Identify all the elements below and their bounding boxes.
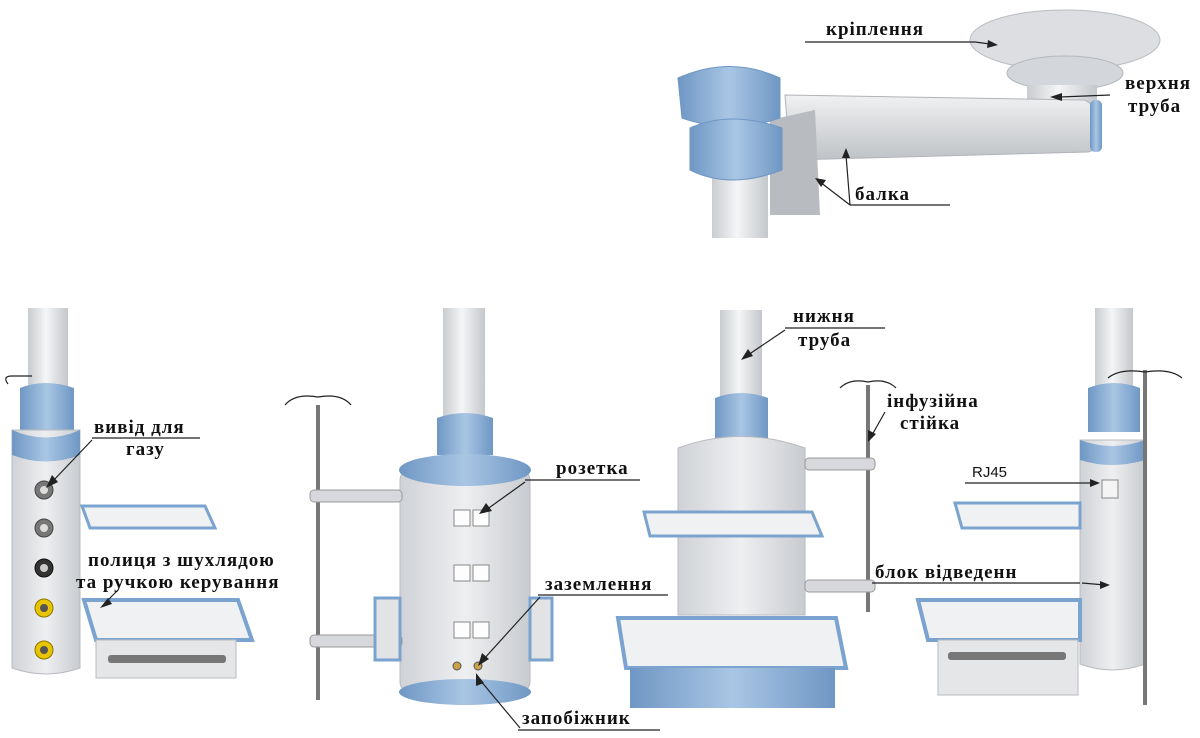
- shelf-lower: [915, 598, 1082, 642]
- shelf-upper: [642, 510, 825, 538]
- arrow-icon: [476, 673, 484, 686]
- label-shelf-1: полиця з шухлядою: [88, 550, 275, 571]
- tube-collar: [437, 413, 493, 455]
- outlet-block-top-cap: [399, 454, 531, 486]
- upper-tube-lower: [712, 170, 768, 238]
- lower-tube: [443, 308, 485, 418]
- shelf-edge-left: [373, 596, 402, 662]
- label-mount: кріплення: [826, 19, 924, 40]
- leader-lines: [46, 40, 1111, 731]
- iv-hook-icon: [284, 395, 352, 406]
- label-fuse: запобіжник: [522, 708, 631, 729]
- arrow-icon: [868, 430, 876, 442]
- gas-port-icon: [34, 480, 54, 660]
- lower-tube: [28, 308, 68, 388]
- label-gas-outlet-2: газу: [126, 439, 165, 460]
- label-lower-tube-1: нижня: [793, 306, 855, 327]
- outlet-block: [1079, 439, 1146, 671]
- label-rj45: RJ45: [972, 464, 1007, 481]
- pendant-unit-shelves: [615, 310, 897, 708]
- outlet-column-top-cap: [12, 430, 80, 462]
- arrow-icon: [46, 475, 58, 488]
- ceiling-mount-neck: [1006, 55, 1124, 91]
- iv-hook-icon: [1107, 370, 1183, 379]
- tube-collar: [1088, 383, 1140, 432]
- arrow-icon: [842, 148, 850, 158]
- drawer-handle: [948, 652, 1066, 660]
- lower-tube: [720, 310, 762, 398]
- electrical-socket-icon: [453, 509, 490, 639]
- arrow-icon: [479, 503, 492, 514]
- arrow-icon: [741, 349, 753, 360]
- ground-terminal: [452, 661, 462, 671]
- pendant-unit-right: [915, 308, 1183, 705]
- shelf-edge-right: [528, 596, 554, 662]
- pendant-unit-side: [5, 308, 255, 679]
- iv-pole-arm-upper: [309, 489, 403, 503]
- tube-collar: [20, 383, 74, 430]
- drawer: [937, 639, 1079, 696]
- arrow-icon: [1050, 93, 1062, 101]
- label-beam: балка: [855, 184, 910, 205]
- beam-end-cap: [1090, 100, 1102, 152]
- arrow-icon: [1090, 479, 1100, 487]
- lower-tube: [1095, 308, 1133, 388]
- shelf-base: [630, 668, 835, 708]
- joint-cap-top: [677, 66, 781, 127]
- label-shelf-2: та ручкою керування: [76, 572, 279, 593]
- iv-pole-arm-upper: [804, 457, 876, 471]
- tube-collar: [715, 393, 768, 438]
- joint-cap-bottom: [689, 118, 783, 181]
- labels: кріплення верхня труба балка нижня труба…: [76, 19, 1191, 729]
- beam: [784, 94, 1101, 161]
- shelf-small: [79, 504, 218, 530]
- shelf-lower: [615, 616, 849, 670]
- iv-pole-arm-lower: [804, 579, 876, 593]
- arrow-icon: [1100, 581, 1110, 589]
- shelf-upper: [953, 501, 1082, 530]
- arrow-icon: [100, 598, 112, 608]
- outlet-block-bottom-cap: [399, 679, 531, 705]
- ceiling-arm-assembly: [677, 9, 1161, 238]
- drawer-handle: [108, 655, 226, 663]
- pendant-unit-front: [284, 308, 554, 705]
- outlet-block-top-cap: [1080, 440, 1145, 465]
- label-socket: розетка: [556, 458, 629, 479]
- label-grounding: заземлення: [545, 574, 652, 595]
- shelf-main: [81, 598, 255, 642]
- arrow-icon: [987, 40, 998, 48]
- arrow-icon: [815, 178, 826, 187]
- rj45-port: [1101, 479, 1119, 499]
- arrow-icon: [478, 653, 489, 666]
- label-infusion-2: стійка: [900, 413, 960, 434]
- iv-hook-icon: [839, 380, 897, 389]
- iv-hook-icon: [5, 375, 32, 385]
- label-infusion-1: інфузійна: [887, 391, 979, 412]
- label-lower-tube-2: труба: [798, 330, 851, 351]
- label-upper-tube-2: труба: [1128, 96, 1181, 117]
- outlet-column: [11, 429, 81, 675]
- label-outlet-block: блок відведенн: [875, 562, 1017, 583]
- label-gas-outlet-1: вивід для: [94, 417, 185, 438]
- label-upper-tube-1: верхня: [1125, 73, 1191, 94]
